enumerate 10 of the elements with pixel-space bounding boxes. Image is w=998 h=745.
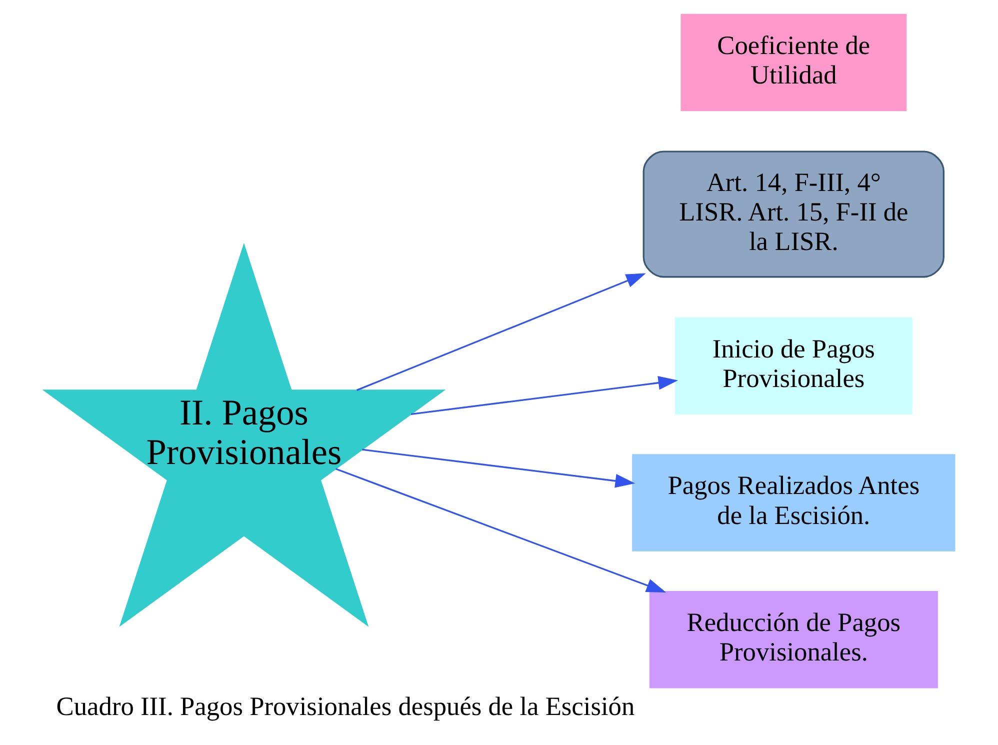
arrow	[356, 273, 646, 391]
node-box: Art. 14, F-III, 4° LISR. Art. 15, F-II de la LISR.	[642, 150, 944, 278]
node-box: Pagos Realizados Antes de la Escisión.	[632, 454, 955, 552]
node-box: Inicio de Pagos Provisionales	[674, 317, 912, 415]
arrow	[335, 468, 666, 592]
node-box: Coeficiente de Utilidad	[680, 14, 906, 112]
node-box: Reducción de Pagos Provisionales.	[648, 590, 938, 688]
caption: Cuadro III. Pagos Provisionales después de la Escisión	[56, 692, 634, 722]
arrow	[410, 376, 678, 415]
arrow	[362, 448, 635, 488]
